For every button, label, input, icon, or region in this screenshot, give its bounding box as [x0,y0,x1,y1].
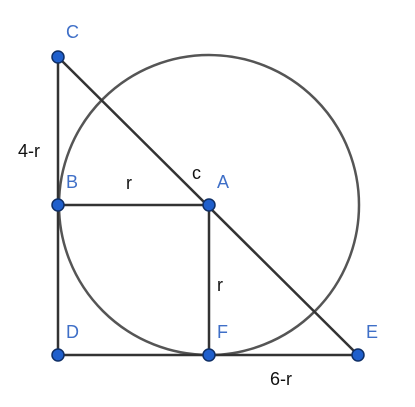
point-d [51,348,65,362]
point-label-f: F [217,322,228,342]
label-ba-length: r [126,173,132,193]
point-label-a: A [217,172,229,192]
point-e [351,348,365,362]
point-f [202,348,216,362]
label-c: c [192,163,201,183]
point-label-e: E [366,322,378,342]
point-a [202,198,216,212]
point-label-c: C [66,22,79,42]
label-fe-length: 6-r [270,369,292,389]
point-b [51,198,65,212]
point-label-b: B [66,172,78,192]
point-c [51,50,65,64]
point-label-d: D [66,322,79,342]
label-cb-length: 4-r [18,141,40,161]
label-af-length: r [217,275,223,295]
